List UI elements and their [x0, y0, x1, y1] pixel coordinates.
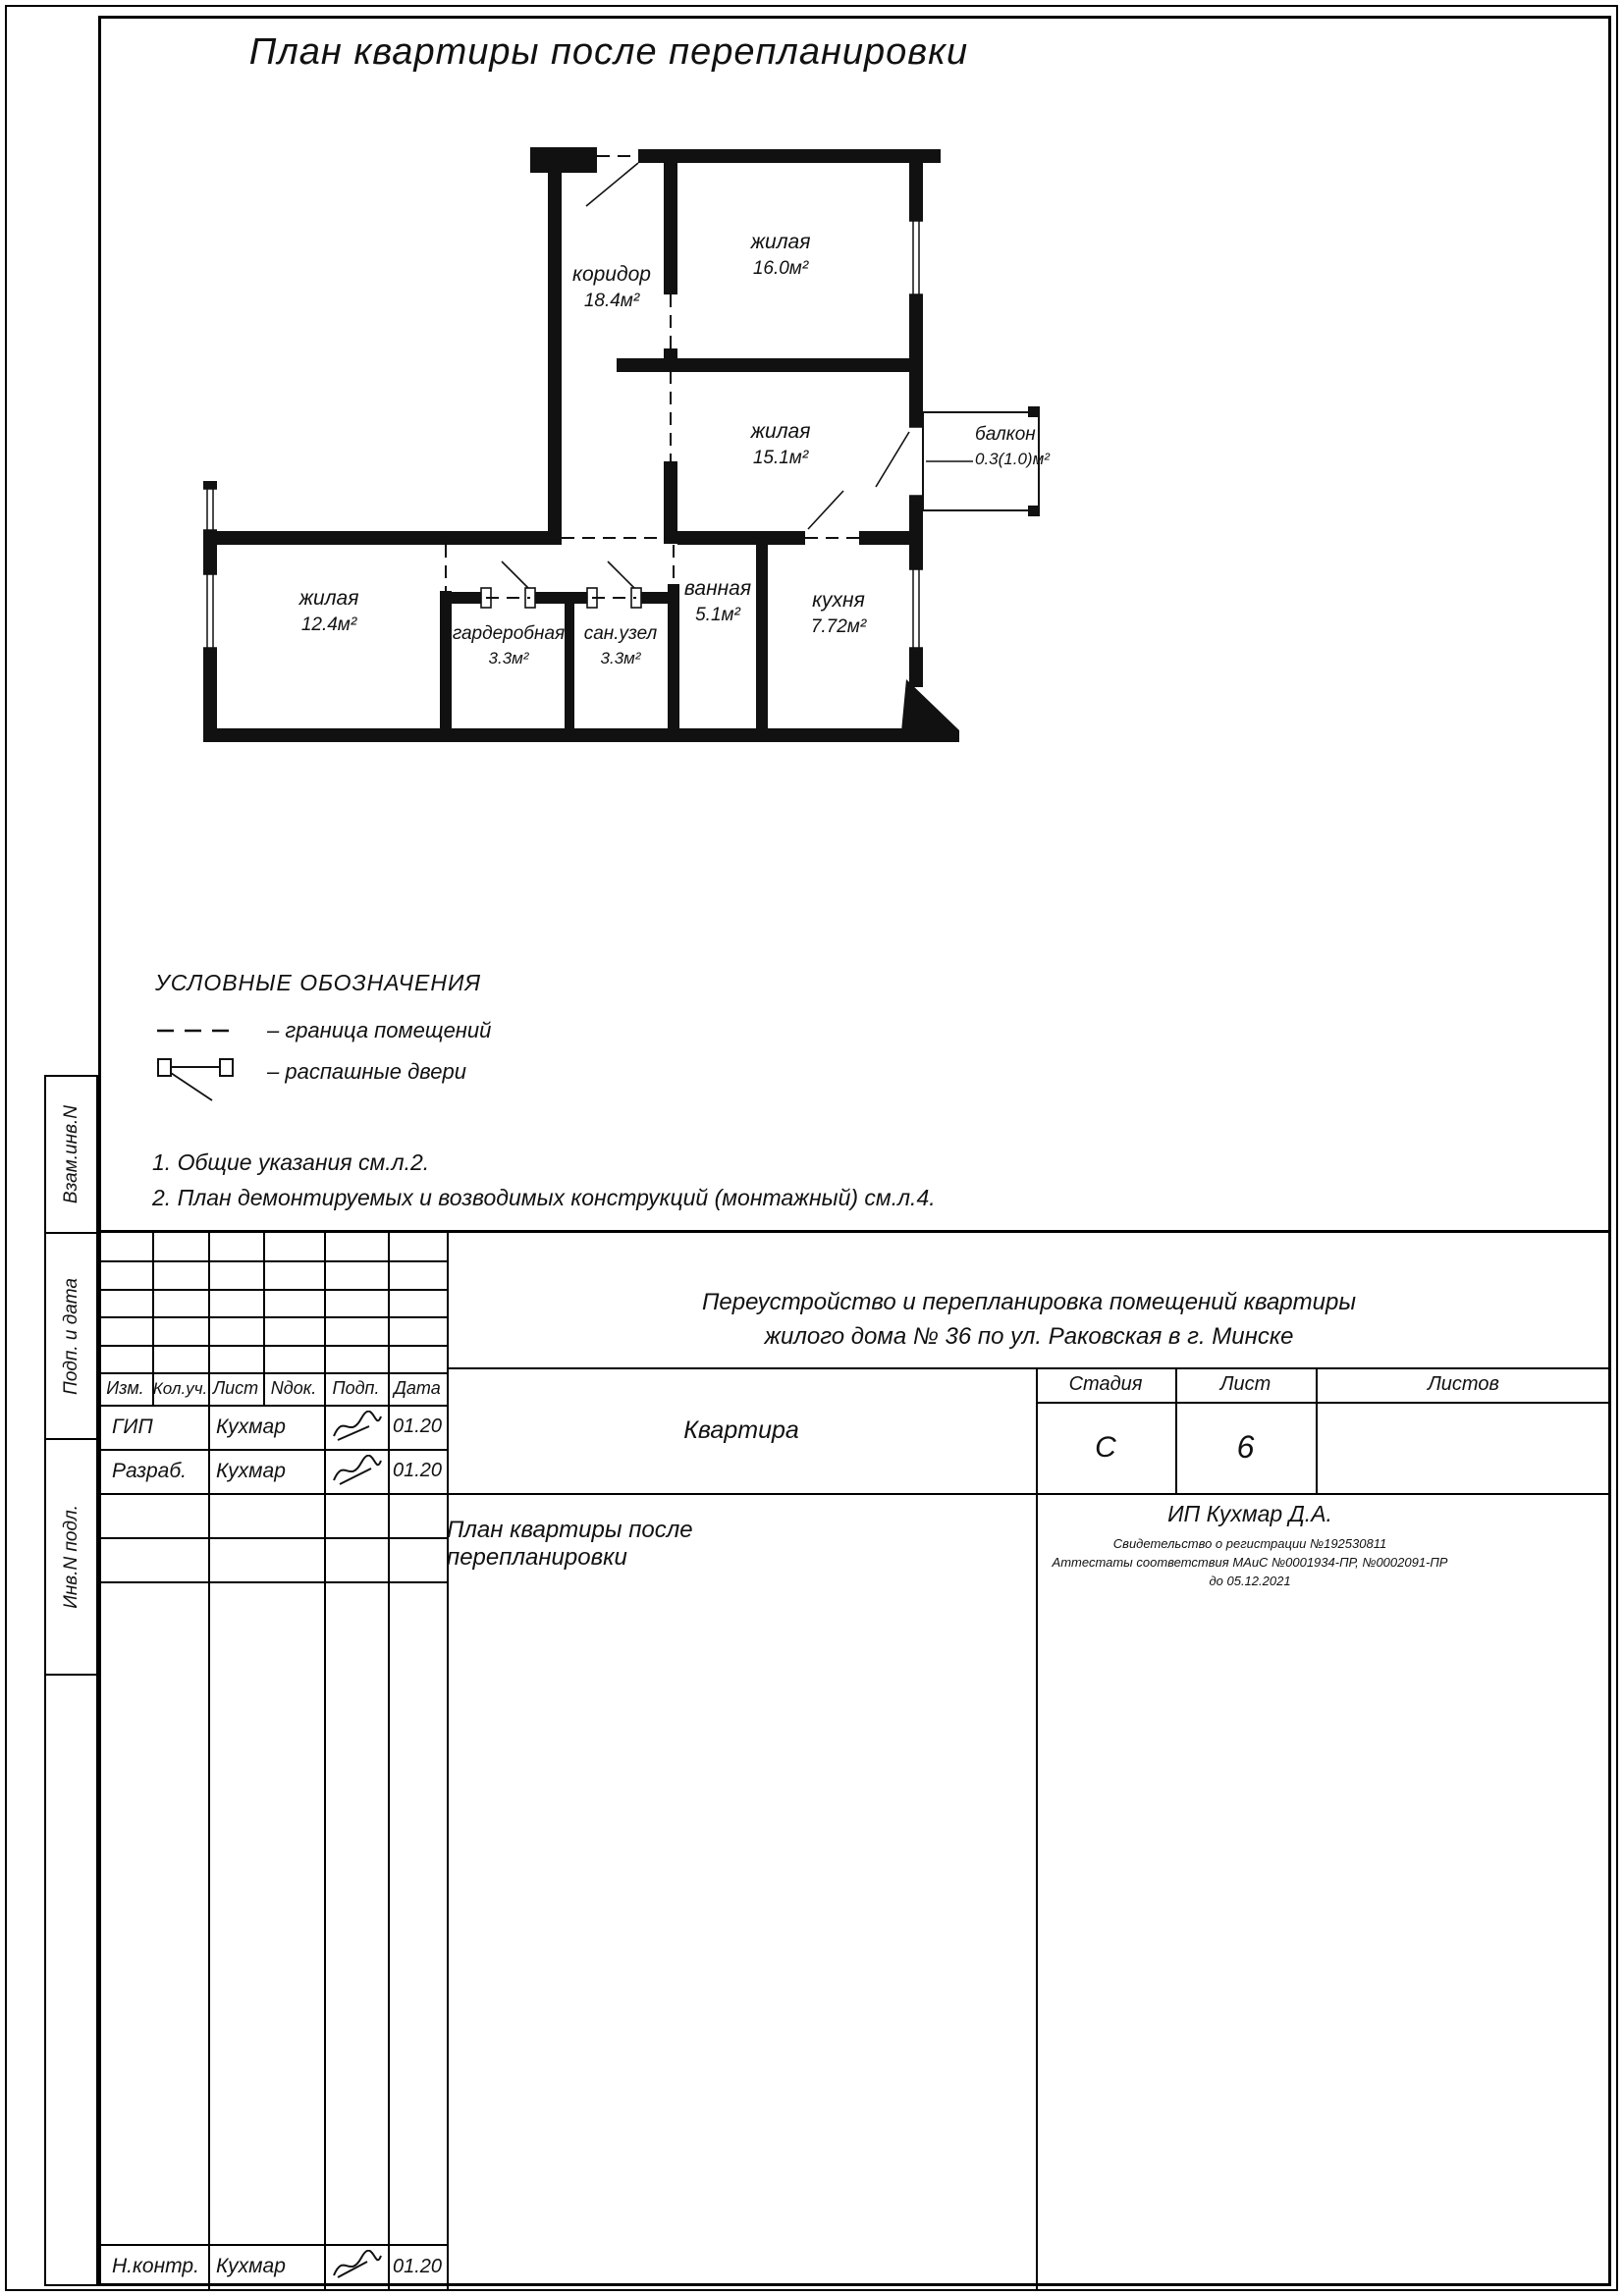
certificate-line3: до 05.12.2021: [1209, 1574, 1291, 1588]
left-margin-strip: Взам.инв.N Подп. и дата Инв.N подл.: [44, 1075, 98, 2286]
company-cell: ИП Кухмар Д.А. Свидетельство о регистрац…: [1036, 1493, 1611, 2289]
windows: [201, 220, 925, 649]
project-title-line1: Переустройство и перепланировка помещени…: [702, 1289, 1356, 1315]
col-header-izm: Изм.: [106, 1378, 144, 1398]
sheets-label: Листов: [1428, 1373, 1499, 1395]
signature-icon: [332, 2250, 382, 2278]
row-gip-signature: [324, 1405, 388, 1449]
row-gip-date: 01.20: [392, 1415, 443, 1437]
col-header-koluch: Кол.уч.: [152, 1378, 208, 1398]
general-notes: 1. Общие указания см.л.2. 2. План демонт…: [152, 1145, 936, 1215]
page-title: План квартиры после перепланировки: [248, 31, 969, 73]
row-nkontr-role: Н.контр.: [112, 2255, 199, 2277]
sheet-outer-border: [5, 5, 1618, 2291]
legend-title: УСЛОВНЫЕ ОБОЗНАЧЕНИЯ: [155, 970, 482, 995]
sheets-value: [1316, 1402, 1611, 1493]
legend-item-boundary: – граница помещений: [155, 1018, 666, 1043]
walls: [203, 147, 959, 742]
margin-box-inv: Инв.N подл.: [46, 1440, 96, 1676]
room-boundaries-dashed: [445, 155, 859, 599]
row-gip-role: ГИП: [112, 1415, 153, 1438]
title-block: Изм. Кол.уч. Лист Nдок. Подп. Дата ГИП К…: [98, 1230, 1611, 2289]
margin-box-podp: Подп. и дата: [46, 1234, 96, 1440]
legend: УСЛОВНЫЕ ОБОЗНАЧЕНИЯ – граница помещений…: [155, 970, 666, 1116]
swing-door-symbol: [157, 1058, 234, 1101]
row-nkontr-signature: [324, 2244, 388, 2289]
row-razrab-date: 01.20: [392, 1460, 443, 1481]
sheet-label: Лист: [1219, 1373, 1271, 1395]
boundary-symbol: [157, 1029, 240, 1033]
door-leaves: [501, 162, 910, 591]
certificate-line2: Аттестаты соответствия МАиС №0001934-ПР,…: [1052, 1555, 1448, 1570]
stage-value: С: [1095, 1430, 1116, 1464]
note-1: 1. Общие указания см.л.2.: [152, 1149, 430, 1175]
sheet-frame: [98, 16, 1611, 2286]
row-gip-name: Кухмар: [216, 1415, 286, 1438]
row-razrab-role: Разраб.: [112, 1459, 187, 1482]
margin-box-vzam: Взам.инв.N: [46, 1077, 96, 1234]
legend-item-doors: – распашные двери: [155, 1057, 666, 1102]
row-razrab-signature: [324, 1449, 388, 1493]
col-header-data: Дата: [394, 1378, 441, 1398]
row-razrab-name: Кухмар: [216, 1459, 286, 1482]
drawing-name-cell: План квартиры после перепланировки: [447, 1517, 693, 1571]
object-name-cell: Квартира: [683, 1415, 799, 1444]
balcony-outline: [922, 406, 1040, 516]
sheet-value: 6: [1236, 1429, 1255, 1465]
project-title-cell: Переустройство и перепланировка помещени…: [447, 1233, 1611, 1367]
col-header-list: Лист: [212, 1378, 259, 1398]
col-header-podp: Подп.: [332, 1378, 380, 1398]
signature-icon: [332, 1454, 382, 1485]
row-nkontr-name: Кухмар: [216, 2255, 286, 2277]
signature-icon: [332, 1410, 382, 1441]
certificate-line1: Свидетельство о регистрации №192530811: [1112, 1536, 1387, 1551]
floor-plan: коридор 18.4м² жилая 16.0м² жилая 15.1м²…: [191, 137, 1065, 766]
stage-label: Стадия: [1068, 1373, 1143, 1395]
company-name: ИП Кухмар Д.А.: [1167, 1501, 1332, 1526]
row-nkontr-date: 01.20: [392, 2255, 443, 2277]
note-2: 2. План демонтируемых и возводимых конст…: [152, 1185, 936, 1210]
col-header-ndok: Nдок.: [270, 1378, 317, 1398]
floor-plan-svg: [201, 147, 1040, 742]
project-title-line2: жилого дома № 36 по ул. Раковская в г. М…: [764, 1323, 1294, 1350]
